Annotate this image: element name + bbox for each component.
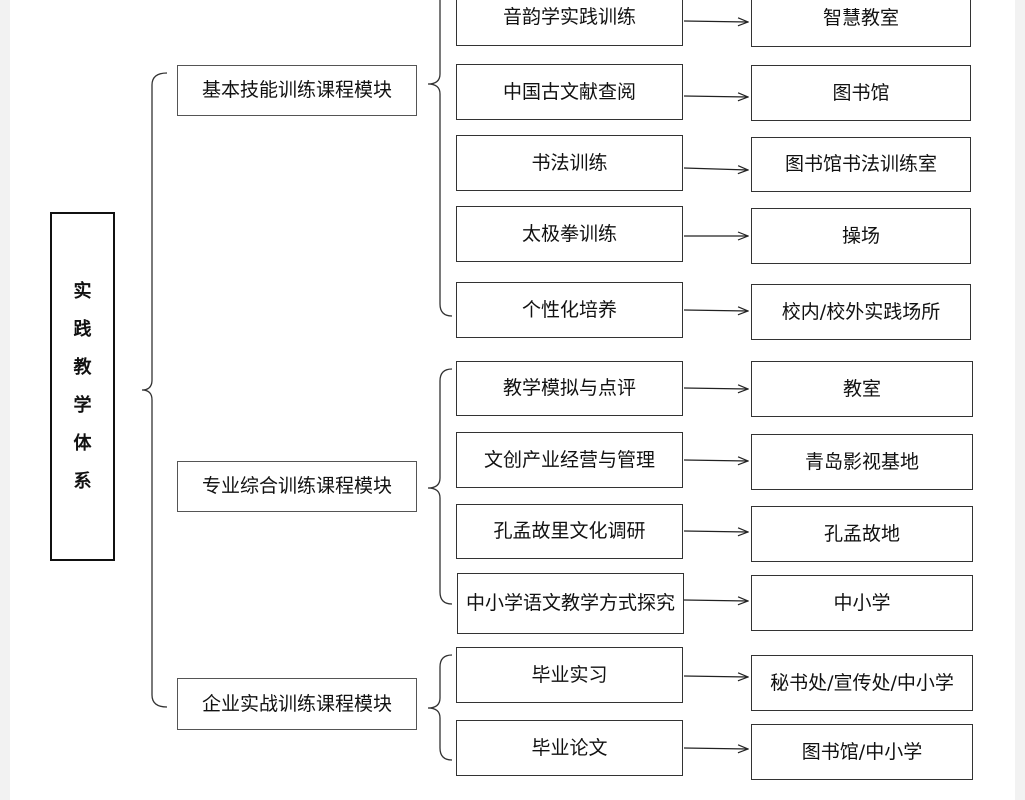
root-box: 实 践 教 学 体 系: [50, 212, 115, 561]
module-1-brace: [427, 0, 453, 317]
course-box: 文创产业经营与管理: [456, 432, 683, 488]
venue-box: 中小学: [751, 575, 973, 631]
arrow-zhongxiaoxue: [683, 600, 748, 601]
course-box: 音韵学实践训练: [456, 0, 683, 46]
root-char: 实: [73, 280, 92, 302]
left-margin-bar: [0, 0, 10, 800]
arrow-gexinghua: [683, 310, 748, 311]
course-box: 教学模拟与点评: [456, 361, 683, 416]
arrow-shufa: [683, 168, 748, 170]
venue-box: 智慧教室: [751, 0, 971, 47]
course-box: 中国古文献查阅: [456, 64, 683, 120]
root-char: 践: [73, 318, 92, 340]
venue-box: 青岛影视基地: [751, 434, 973, 490]
module-box: 企业实战训练课程模块: [177, 678, 417, 730]
venue-box: 图书馆/中小学: [751, 724, 973, 780]
course-box: 书法训练: [456, 135, 683, 191]
venue-box: 教室: [751, 361, 973, 417]
course-box: 太极拳训练: [456, 206, 683, 262]
arrow-jiaoxue: [683, 388, 748, 389]
root-char: 教: [73, 356, 92, 378]
arrow-kongmeng: [683, 531, 748, 532]
arrow-lunwen: [683, 748, 748, 749]
module-box: 专业综合训练课程模块: [177, 461, 417, 512]
module-3-brace: [427, 654, 453, 761]
arrow-guwenxian: [683, 96, 748, 97]
venue-box: 孔孟故地: [751, 506, 973, 562]
root-char: 体: [73, 432, 92, 454]
right-margin-bar: [1015, 0, 1025, 800]
course-box: 孔孟故里文化调研: [456, 504, 683, 559]
arrow-wenchuang: [683, 460, 748, 461]
arrow-yinyun: [683, 21, 748, 22]
course-box: 中小学语文教学方式探究: [457, 573, 684, 634]
root-char: 系: [73, 470, 92, 492]
course-box: 毕业论文: [456, 720, 683, 776]
venue-box: 校内/校外实践场所: [751, 284, 971, 340]
venue-box: 图书馆: [751, 65, 971, 121]
root-brace: [141, 72, 168, 708]
course-box: 毕业实习: [456, 647, 683, 703]
venue-box: 图书馆书法训练室: [751, 137, 971, 192]
root-char: 学: [73, 394, 92, 416]
venue-box: 操场: [751, 208, 971, 264]
venue-box: 秘书处/宣传处/中小学: [751, 655, 973, 711]
arrow-shixi: [683, 676, 748, 677]
course-box: 个性化培养: [456, 282, 683, 338]
module-2-brace: [427, 368, 453, 605]
module-box: 基本技能训练课程模块: [177, 65, 417, 116]
